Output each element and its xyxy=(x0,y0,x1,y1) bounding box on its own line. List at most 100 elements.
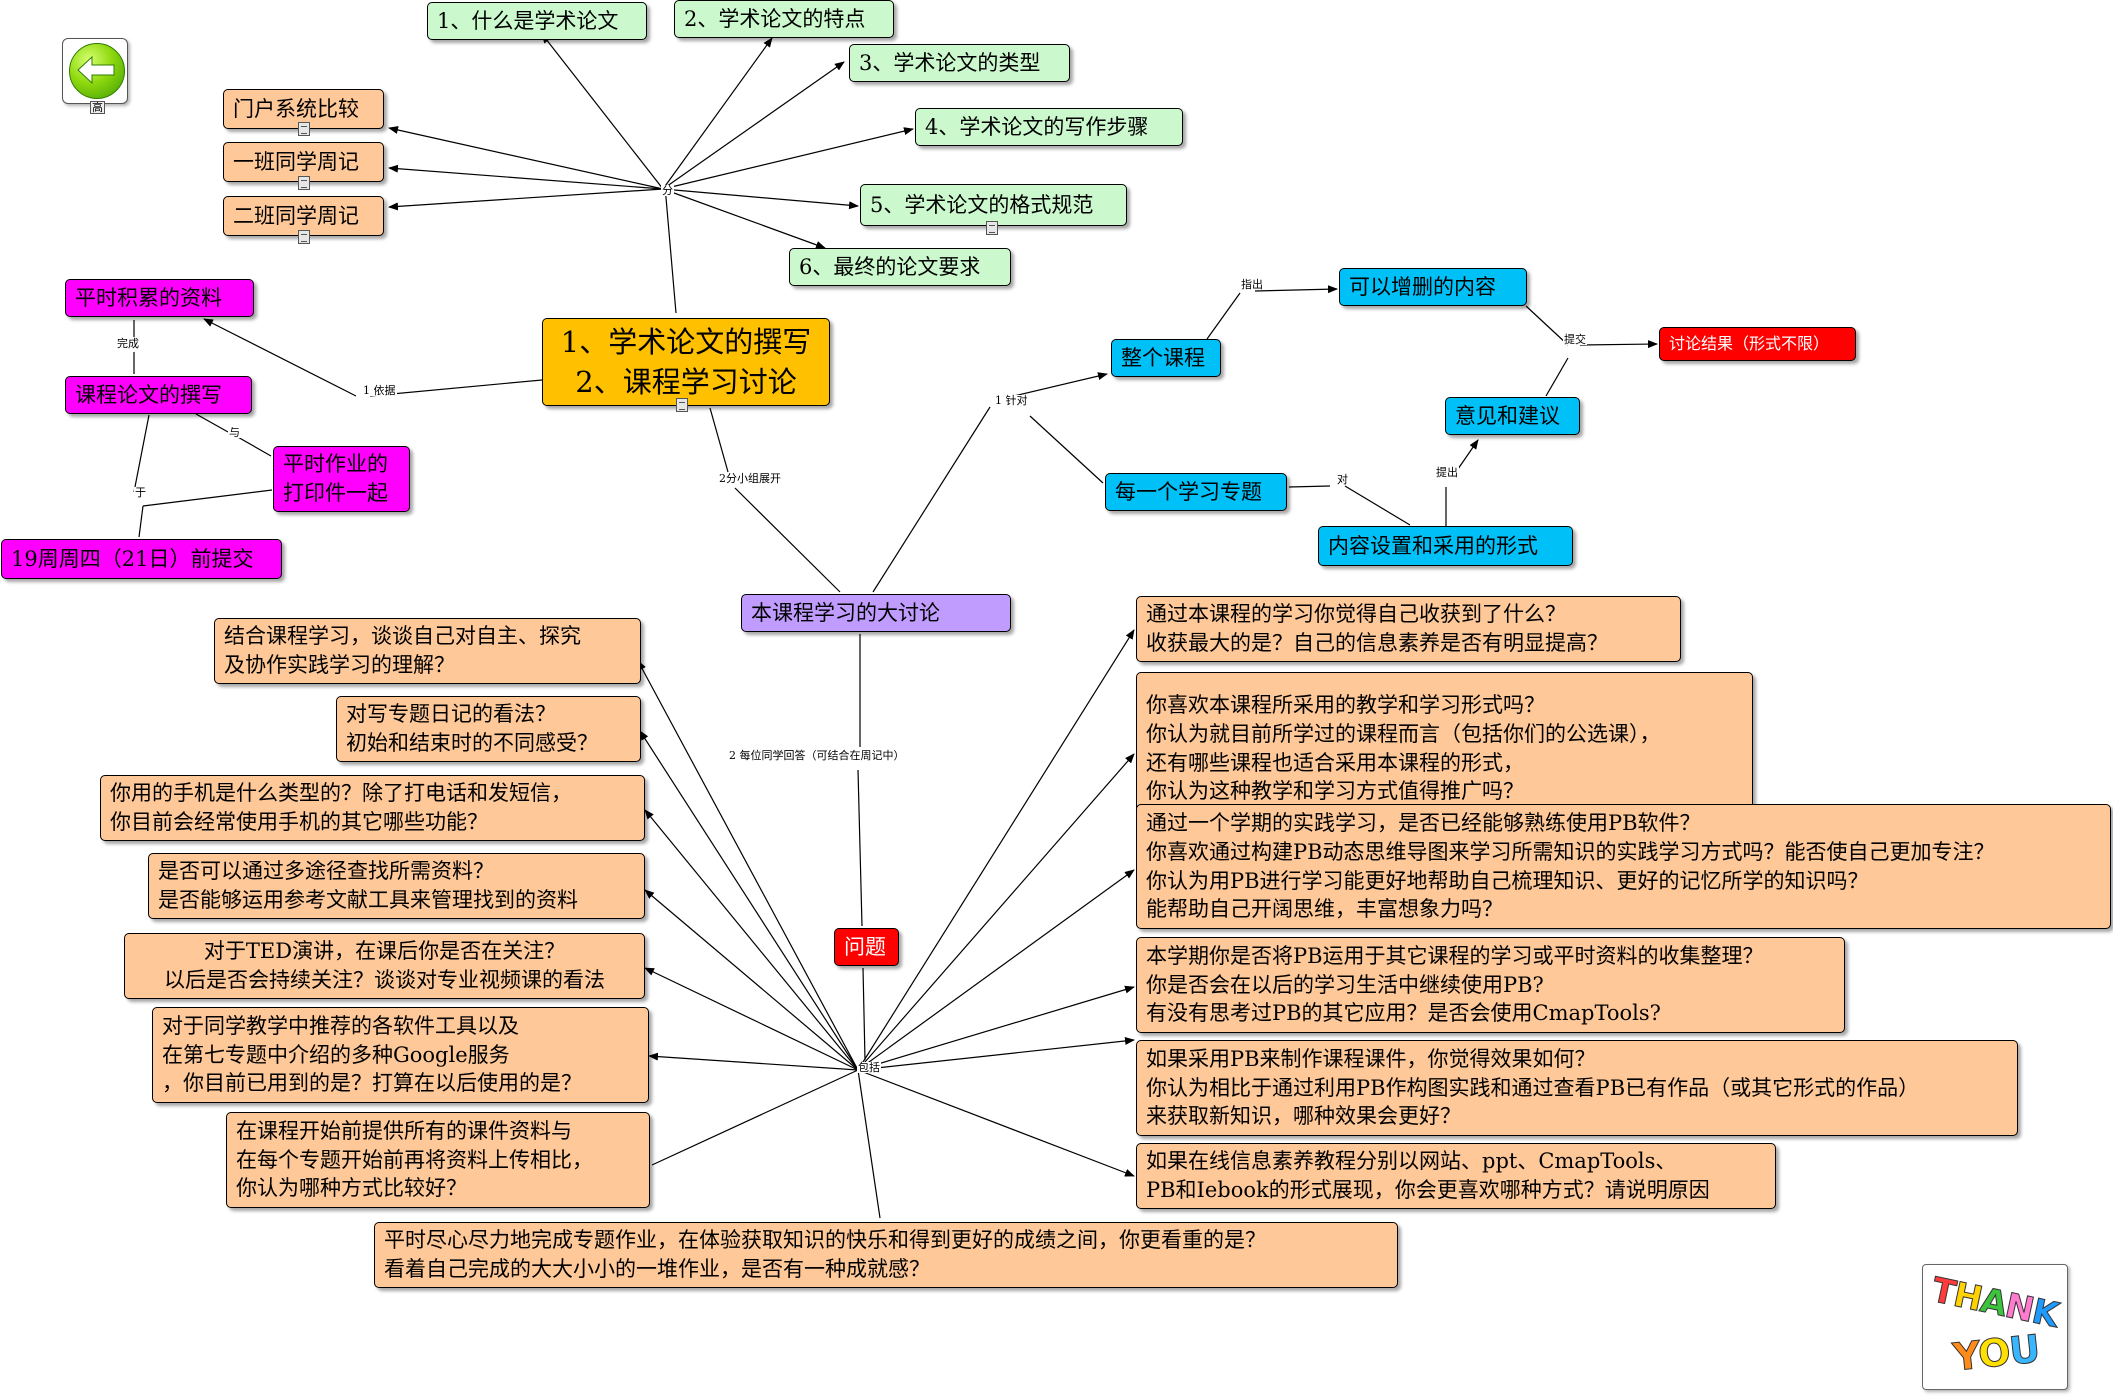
edge-label-zhidui: 1 针对 xyxy=(994,394,1029,407)
node-qR2[interactable]: 你喜欢本课程所采用的教学和学习形式吗？ 你认为就目前所学过的课程而言（包括你们的公… xyxy=(1136,672,1753,825)
document-icon[interactable] xyxy=(986,221,998,235)
edge-label-dui: 对 xyxy=(1336,473,1349,486)
node-qL6-line: ，你目前已用到的是？打算在以后使用的是？ xyxy=(162,1071,582,1096)
edge-tichu-32 xyxy=(1457,439,1479,470)
edge-zhankai-19 xyxy=(709,407,729,473)
edge-label-baokuo: 包括 xyxy=(857,1061,881,1074)
node-wenti[interactable]: 问题 xyxy=(834,928,899,966)
edge-fen-9 xyxy=(388,188,664,211)
thank-you-sticker: THANK YOU xyxy=(1922,1264,2068,1390)
edge-center-0 xyxy=(664,185,677,314)
node-p3[interactable]: 二班同学周记 xyxy=(223,196,384,236)
thank-you-top-word: THANK xyxy=(1928,1270,2062,1337)
node-r1[interactable]: 讨论结果（形式不限） xyxy=(1659,327,1856,361)
edge-label-tichu: 提出 xyxy=(1435,466,1459,479)
node-qL7-line: 你认为哪种方式比较好？ xyxy=(236,1176,467,1201)
node-qL2-line: 对写专题日记的看法？ xyxy=(346,702,556,727)
node-t3[interactable]: 3、学术论文的类型 xyxy=(849,44,1070,82)
edge-tijiao-27 xyxy=(1579,340,1658,349)
node-t4-line: 4、学术论文的写作步骤 xyxy=(925,114,1149,139)
node-qL4[interactable]: 是否可以通过多途径查找所需资料？是否能够运用参考文献工具来管理找到的资料 xyxy=(148,853,645,919)
edge-baokuo-9 xyxy=(857,753,1135,1071)
edge-fen-3 xyxy=(662,61,845,190)
node-qL4-line: 是否可以通过多途径查找所需资料？ xyxy=(158,859,494,884)
document-icon[interactable] xyxy=(298,230,310,244)
node-c5[interactable]: 内容设置和采用的形式 xyxy=(1318,526,1573,566)
node-t3-line: 3、学术论文的类型 xyxy=(859,50,1041,75)
node-qL3-line: 你目前会经常使用手机的其它哪些功能？ xyxy=(110,810,488,834)
edge-label-wancheng: 完成 xyxy=(116,337,140,350)
node-p1[interactable]: 门户系统比较 xyxy=(223,89,384,129)
node-qR3-line: 通过一个学期的实践学习，是否已经能够熟练使用PB软件？ xyxy=(1146,810,1701,835)
node-qB-line: 看着自己完成的大大小小的一堆作业，是否有一种成就感？ xyxy=(384,1257,930,1281)
node-c3[interactable]: 意见和建议 xyxy=(1445,397,1580,435)
edge-fen-5 xyxy=(662,188,859,210)
edge-label-tijiao: 提交 xyxy=(1563,333,1587,346)
node-qR6[interactable]: 如果在线信息素养教程分别以网站、ppt、CmapTools、PB和Iebook的… xyxy=(1136,1143,1776,1209)
node-qR5-line: 你认为相比于通过利用PB作构图实践和通过查看PB已有作品（或其它形式的作品） xyxy=(1146,1075,1920,1100)
node-c4[interactable]: 每一个学习专题 xyxy=(1105,473,1287,511)
node-t4[interactable]: 4、学术论文的写作步骤 xyxy=(915,108,1183,146)
node-disc[interactable]: 本课程学习的大讨论 xyxy=(741,594,1011,632)
node-m4[interactable]: 19周周四（21日）前提交 xyxy=(1,539,282,579)
node-m3[interactable]: 平时作业的打印件一起 xyxy=(273,446,410,512)
node-c5-line: 内容设置和采用的形式 xyxy=(1328,533,1538,558)
node-qR1[interactable]: 通过本课程的学习你觉得自己收获到了什么？收获最大的是？自己的信息素养是否有明显提… xyxy=(1136,596,1681,662)
document-icon[interactable] xyxy=(298,176,310,190)
document-icon[interactable] xyxy=(298,122,310,136)
node-qR2-line: 你认为就目前所学过的课程而言（包括你们的公选课）， xyxy=(1146,721,1661,746)
node-t1[interactable]: 1、什么是学术论文 xyxy=(427,2,647,40)
edge-zhichu-24 xyxy=(1206,292,1241,340)
edge-yu2-17 xyxy=(138,505,144,538)
node-c2[interactable]: 可以增删的内容 xyxy=(1339,268,1527,306)
node-qB[interactable]: 平时尽心尽力地完成专题作业，在体验获取知识的快乐和得到更好的成绩之间，你更看重的… xyxy=(374,1222,1398,1288)
document-icon[interactable] xyxy=(676,398,688,412)
edge-baokuo-5 xyxy=(648,1052,859,1071)
thank-you-bottom-word: YOU xyxy=(1950,1326,2042,1380)
node-qL1-line: 及协作实践学习的理解？ xyxy=(224,653,455,677)
edge-label-fen: 分 xyxy=(661,184,674,197)
node-qR5-line: 来获取新知识，哪种效果会更好？ xyxy=(1146,1104,1461,1129)
node-qR6-line: 如果在线信息素养教程分别以网站、ppt、CmapTools、 xyxy=(1146,1149,1677,1174)
node-qR3[interactable]: 通过一个学期的实践学习，是否已经能够熟练使用PB软件？你喜欢通过构建PB动态思维… xyxy=(1136,804,2111,929)
node-t2[interactable]: 2、学术论文的特点 xyxy=(674,0,894,38)
node-qL3-line: 你用的手机是什么类型的？除了打电话和发短信， xyxy=(110,781,572,806)
node-qL5[interactable]: 对于TED演讲，在课后你是否在关注？以后是否会持续关注？谈谈对专业视频课的看法 xyxy=(124,933,645,999)
node-qR2-line: 你喜欢本课程所采用的教学和学习形式吗？ xyxy=(1146,692,1545,717)
node-c1[interactable]: 整个课程 xyxy=(1111,339,1221,377)
node-qR4[interactable]: 本学期你是否将PB运用于其它课程的学习或平时资料的收集整理？你是否会在以后的学习… xyxy=(1136,937,1845,1033)
node-t5[interactable]: 5、学术论文的格式规范 xyxy=(860,184,1127,226)
node-m1[interactable]: 平时积累的资料 xyxy=(65,279,254,317)
edge-zhankai-20 xyxy=(734,487,841,593)
node-qL3[interactable]: 你用的手机是什么类型的？除了打电话和发短信， 你目前会经常使用手机的其它哪些功能？ xyxy=(100,775,645,841)
edge-yu-14 xyxy=(195,413,229,433)
edge-fen-6 xyxy=(662,188,826,249)
edge-zhidui-21 xyxy=(872,406,991,593)
node-qR5[interactable]: 如果采用PB来制作课程课件，你觉得效果如何？你认为相比于通过利用PB作构图实践和… xyxy=(1136,1040,2018,1136)
edge-fen-1 xyxy=(541,33,664,190)
node-m1-line: 平时积累的资料 xyxy=(75,285,222,310)
node-qL7[interactable]: 在课程开始前提供所有的课件资料与在每个专题开始前再将资料上传相比，你认为哪种方式… xyxy=(226,1112,650,1208)
node-t6[interactable]: 6、最终的论文要求 xyxy=(789,248,1011,286)
node-c3-line: 意见和建议 xyxy=(1455,403,1560,428)
node-qL6[interactable]: 对于同学教学中推荐的各软件工具以及在第七专题中介绍的多种Google服务，你目前… xyxy=(152,1007,649,1103)
node-t2-line: 2、学术论文的特点 xyxy=(684,6,866,31)
edge-dui-29 xyxy=(1288,485,1331,488)
node-wenti-line: 问题 xyxy=(844,934,886,959)
node-qL1-line: 结合课程学习，谈谈自己对自主、探究 xyxy=(224,624,581,649)
node-m4-line: 19周周四（21日）前提交 xyxy=(11,546,254,571)
node-qL1[interactable]: 结合课程学习，谈谈自己对自主、探究及协作实践学习的理解？ xyxy=(214,618,641,684)
edge-baokuo-2 xyxy=(644,809,859,1071)
node-qR1-line: 收获最大的是？自己的信息素养是否有明显提高？ xyxy=(1146,631,1608,655)
node-p2[interactable]: 一班同学周记 xyxy=(223,142,384,182)
node-m2[interactable]: 课程论文的撰写 xyxy=(65,376,252,414)
edge-baokuo-35 xyxy=(862,967,866,1061)
back-button[interactable]: 高 xyxy=(62,38,128,114)
node-qL2[interactable]: 对写专题日记的看法？初始和结束时的不同感受？ xyxy=(336,696,641,762)
node-qL5-line: 以后是否会持续关注？谈谈对专业视频课的看法 xyxy=(164,968,605,992)
edge-baokuo-8 xyxy=(857,629,1135,1071)
edge-tijiao-26 xyxy=(1525,305,1569,346)
edge-fen-8 xyxy=(388,164,664,190)
